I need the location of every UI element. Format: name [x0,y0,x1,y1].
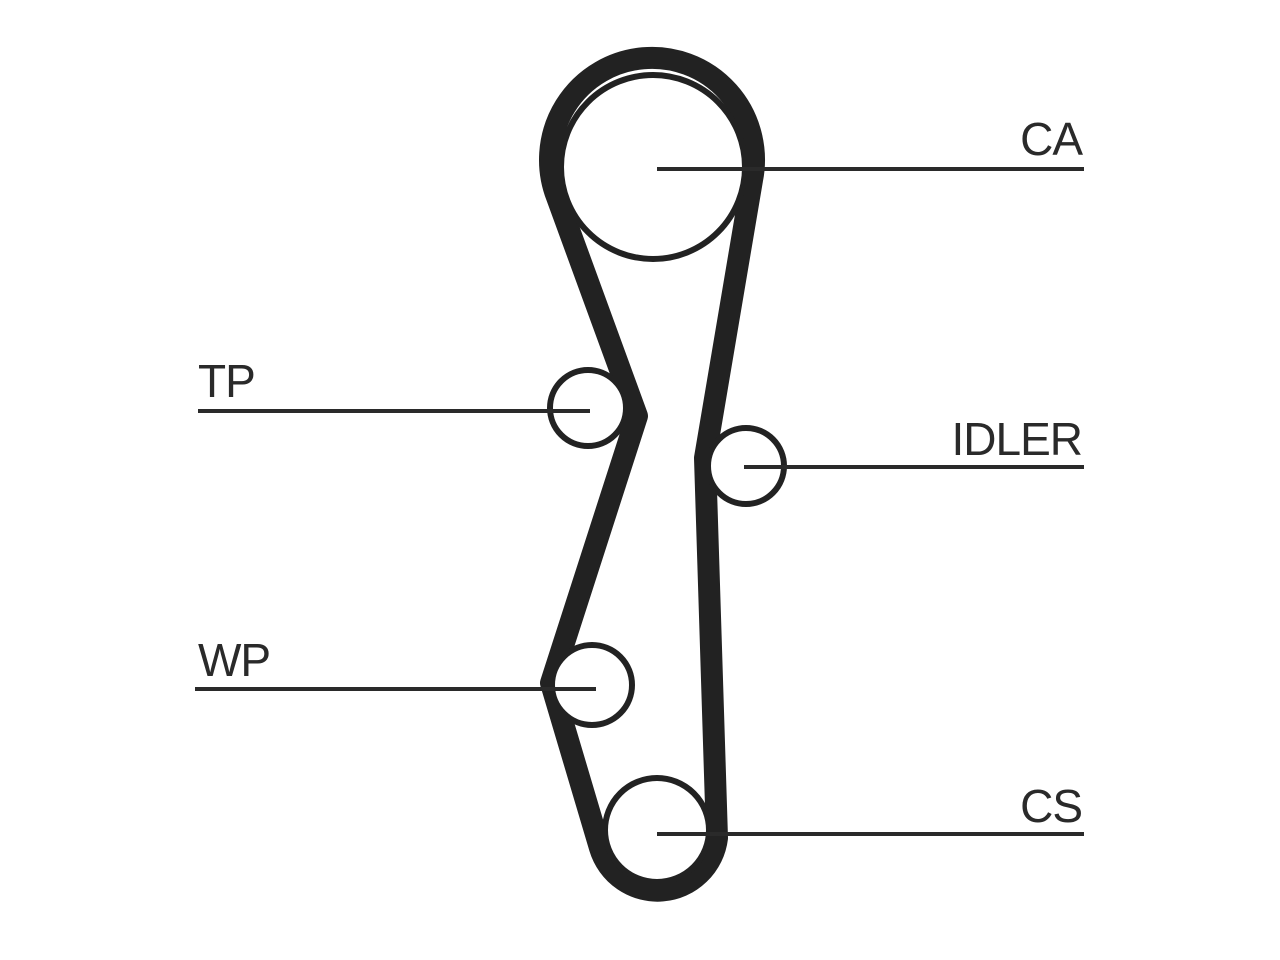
ca-label: CA [1020,113,1083,165]
water-pump-pulley [549,642,635,728]
tensioner-pulley [547,367,629,449]
timing-belt [539,46,765,902]
tp-label: TP [198,355,255,407]
idler-label: IDLER [952,413,1082,465]
wp-label: WP [198,634,270,686]
cs-label: CS [1020,780,1082,832]
crankshaft-pulley [602,775,712,885]
